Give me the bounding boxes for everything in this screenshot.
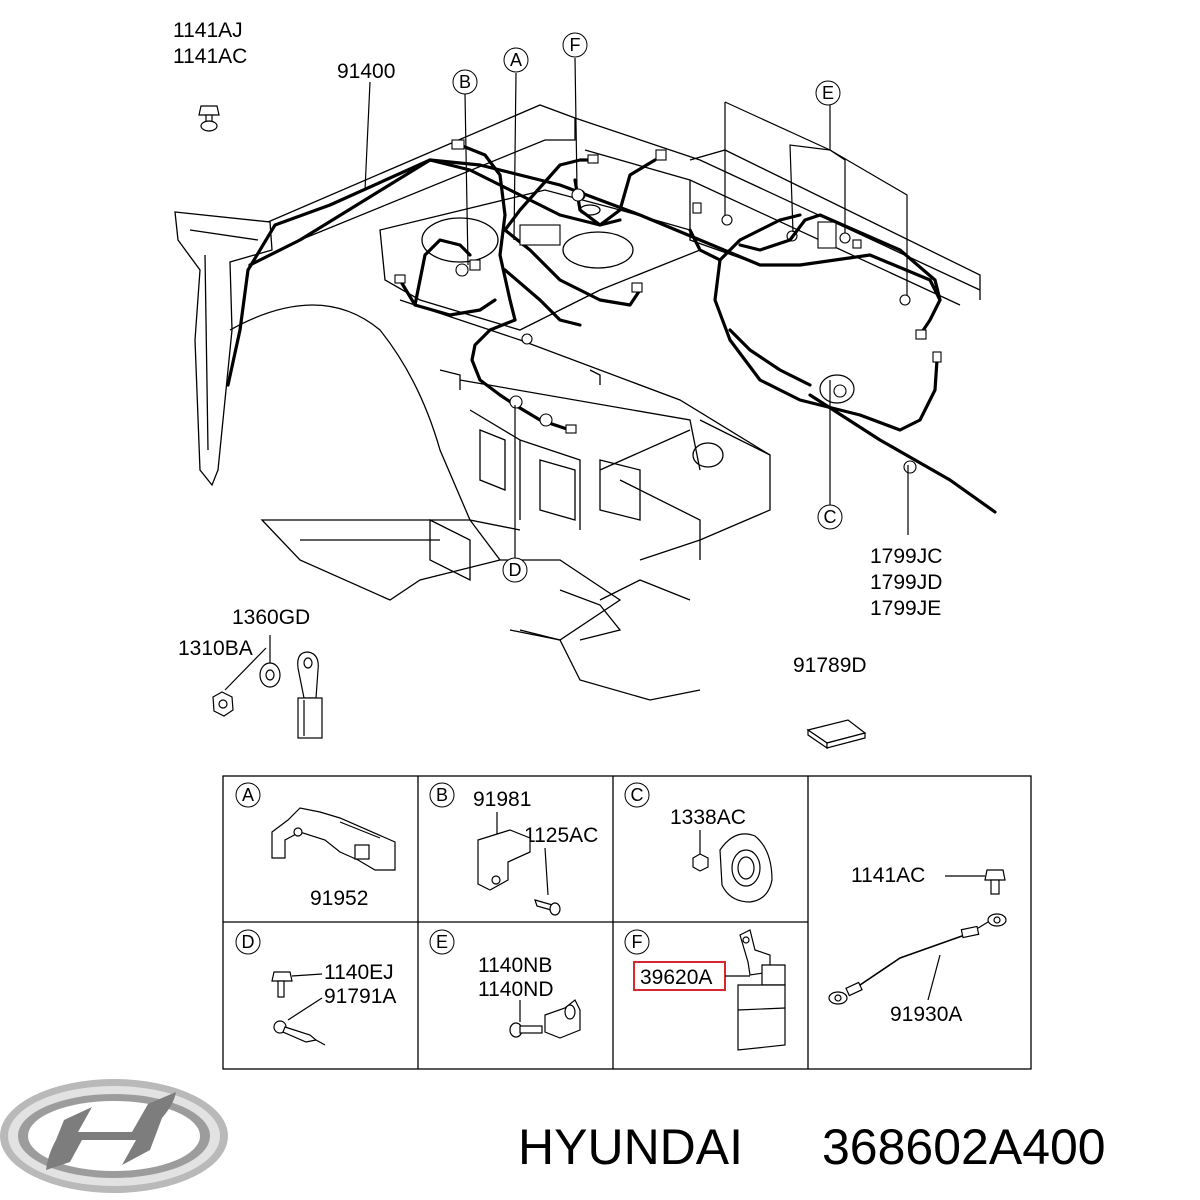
- label-tape: 91789D: [793, 654, 867, 677]
- callout-letter: D: [509, 560, 522, 580]
- hyundai-logo-icon: [0, 1079, 228, 1193]
- detail-letter: D: [242, 932, 255, 952]
- bolt-icon: [198, 105, 220, 132]
- detail-d: D 1140EJ 91791A: [235, 929, 396, 1046]
- callout-letter: A: [510, 50, 522, 70]
- nut-icon: [692, 853, 709, 872]
- label-ground-2: 1799JD: [870, 571, 942, 594]
- callout-letter: C: [824, 507, 837, 527]
- vehicle-body-drawing: [174, 104, 981, 701]
- callout-e: E: [815, 80, 841, 106]
- screw-icon: [534, 899, 561, 916]
- detail-letter: E: [436, 932, 448, 952]
- label-ground-3: 1799JE: [870, 597, 941, 620]
- detail-f: F 39620A: [624, 929, 786, 1051]
- label-harness: 91400: [337, 60, 395, 83]
- detail-letter: F: [632, 932, 643, 952]
- bracket-icon: [271, 807, 396, 871]
- label-top-bolt-2: 1141AC: [173, 45, 247, 68]
- ring-terminal-icon: [273, 1020, 326, 1046]
- detail-g-part-1: 1141AC: [851, 864, 925, 887]
- detail-letter: A: [242, 785, 254, 805]
- detail-d-part-2: 91791A: [324, 985, 396, 1008]
- detail-f-part: 39620A: [640, 966, 712, 989]
- detail-c-part: 1338AC: [670, 806, 746, 829]
- footer-brand: HYUNDAI: [518, 1119, 743, 1175]
- callout-b: B: [452, 69, 478, 95]
- detail-letter: C: [631, 785, 644, 805]
- bolt-icon: [984, 869, 1006, 895]
- relay-icon: [737, 929, 786, 1051]
- bolt-icon: [271, 971, 293, 998]
- callout-c: C: [817, 504, 843, 530]
- label-top-bolt-1: 1141AJ: [173, 19, 243, 42]
- detail-a-part: 91952: [310, 887, 368, 910]
- callout-d: D: [502, 557, 528, 583]
- callout-letter: B: [459, 72, 471, 92]
- detail-b-part-1: 91981: [473, 788, 531, 811]
- detail-b: B 91981 1125AC: [429, 782, 598, 916]
- detail-b-part-2: 1125AC: [524, 824, 598, 847]
- detail-e-part-2: 1140ND: [478, 978, 554, 1001]
- callout-letter: F: [570, 35, 581, 55]
- detail-e-part-1: 1140NB: [478, 954, 552, 977]
- cable-terminal-icon: [297, 651, 323, 739]
- grommet-icon: [719, 833, 773, 903]
- detail-table: [222, 775, 1032, 1070]
- bracket-icon: [544, 999, 581, 1039]
- callout-letter: E: [822, 83, 834, 103]
- wiring-harness-91400: [226, 139, 997, 514]
- nut-icon: [212, 691, 234, 717]
- detail-c: C 1338AC: [624, 782, 773, 903]
- detail-g-part-2: 91930A: [890, 1003, 962, 1026]
- footer-part-number: 368602A400: [822, 1119, 1106, 1175]
- detail-e: E 1140NB 1140ND: [429, 929, 581, 1039]
- label-washer: 1360GD: [232, 606, 310, 629]
- ground-cable-icon: [828, 913, 1007, 1005]
- detail-a: A 91952: [235, 782, 396, 910]
- tape-icon: [806, 719, 867, 750]
- screw-icon: [509, 1022, 543, 1038]
- bracket-icon: [477, 829, 531, 891]
- detail-ground-cable: 1141AC 91930A: [828, 864, 1007, 1026]
- detail-letter: B: [436, 785, 448, 805]
- label-nut: 1310BA: [178, 637, 253, 660]
- label-ground-1: 1799JC: [870, 545, 942, 568]
- washer-icon: [259, 662, 281, 688]
- leader-lines: [224, 57, 909, 691]
- callout-f: F: [562, 32, 588, 58]
- detail-d-part-1: 1140EJ: [324, 961, 394, 984]
- callout-a: A: [503, 47, 529, 73]
